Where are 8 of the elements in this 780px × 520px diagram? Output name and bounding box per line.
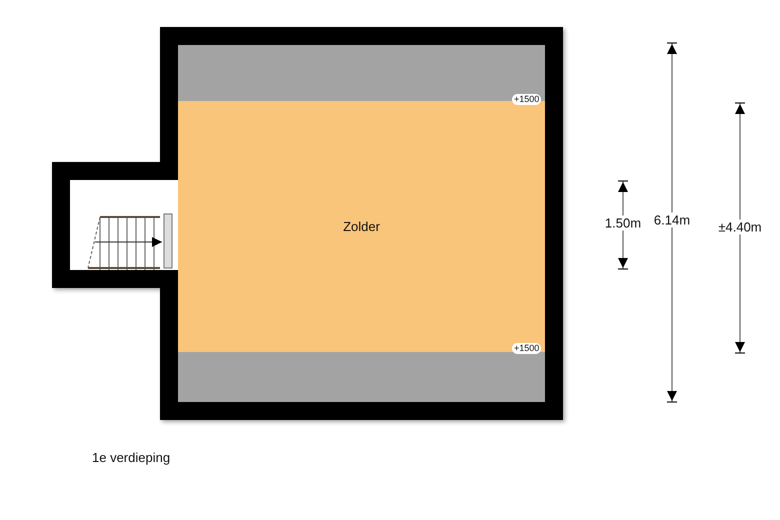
floor-caption: 1e verdieping	[92, 450, 170, 465]
level-tag: +1500	[512, 343, 542, 354]
dimension-label: ±4.40m	[718, 220, 762, 234]
level-tag: +1500	[512, 94, 542, 105]
room-area	[178, 101, 545, 352]
dimension-label: 6.14m	[654, 212, 690, 228]
dimension-label: 1.50m	[604, 216, 642, 230]
room-label: Zolder	[343, 219, 380, 234]
